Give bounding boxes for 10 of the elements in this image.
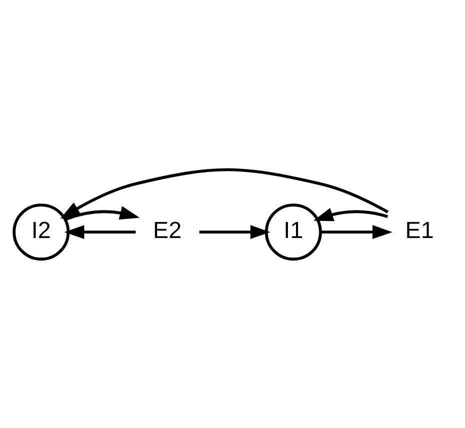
- node-text: E2: [153, 216, 182, 242]
- arrow: [313, 207, 388, 221]
- node-circle: I2: [12, 203, 70, 260]
- arrow: [199, 224, 270, 239]
- arrow: [64, 224, 136, 239]
- arrow: [321, 224, 392, 239]
- node-circle: I1: [264, 203, 322, 260]
- arrow: [60, 168, 389, 218]
- node-text: E1: [405, 216, 434, 242]
- arrow: [64, 206, 140, 220]
